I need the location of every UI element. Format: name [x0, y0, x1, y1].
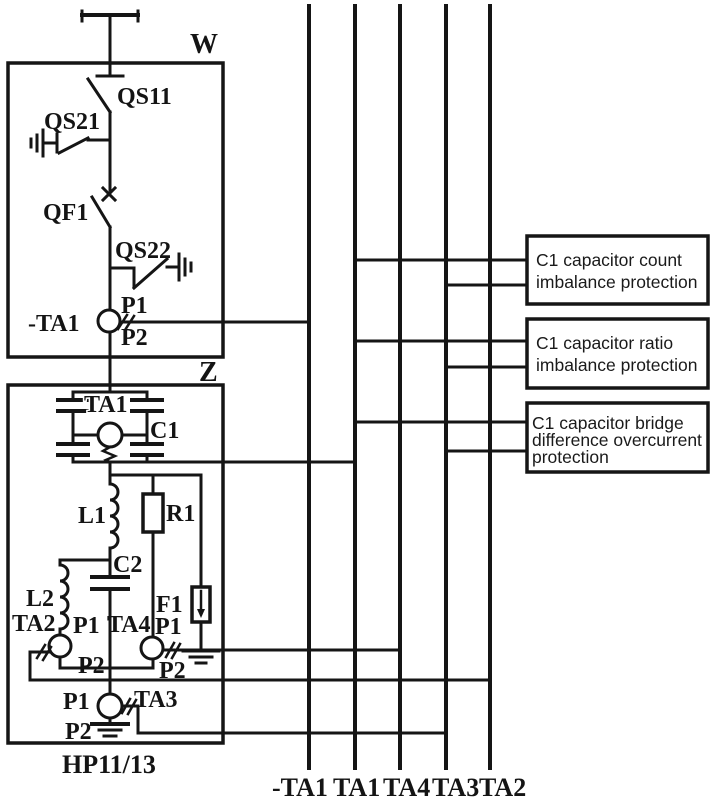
bus-label-ta1: TA1	[333, 773, 380, 802]
filter-designation: HP11/13	[62, 750, 156, 779]
ct-ta4-hash2	[170, 642, 182, 660]
l1-label: L1	[78, 503, 106, 529]
capacitor-c2: C2	[90, 552, 142, 591]
ct-ta4-hash1	[164, 641, 176, 659]
ct-ta3-secondary	[120, 704, 448, 735]
protection-box3-line1: C1 capacitor bridge	[532, 413, 684, 433]
ct-ta4-label: TA4	[107, 612, 151, 638]
disconnector-qs11: QS11	[85, 74, 172, 115]
w-bay: W QS11 QS21 QF1	[6, 29, 311, 394]
reactor-l2: L2	[26, 558, 70, 631]
bus-label-ta3: TA3	[432, 773, 479, 802]
bus-label-ta2: TA2	[479, 773, 526, 802]
qs21-blade	[56, 135, 91, 156]
ct-ta2-ring	[47, 633, 73, 659]
ct-bridge-pigtail	[100, 445, 119, 464]
ct-ta3-label: TA3	[134, 687, 178, 713]
l1-coil	[108, 482, 120, 550]
protection-box2-line2: imbalance protection	[536, 355, 697, 375]
protection-box1-line2: imbalance protection	[536, 272, 697, 292]
ct-ta2-p1: P1	[73, 613, 100, 639]
f1-label: F1	[156, 592, 183, 618]
qs11-blade	[85, 76, 113, 115]
supply-busbar	[80, 9, 140, 78]
ct-bridge-ta1-ring	[96, 421, 124, 449]
bus-labels: -TA1 TA1 TA4 TA3 TA2	[272, 773, 526, 802]
z-filter: Z TA1 C1	[6, 357, 492, 745]
ct-ta4: TA4 P1 P2	[107, 612, 402, 684]
qf1-label: QF1	[43, 200, 88, 226]
protection-box1-frame	[525, 234, 710, 306]
bus-label-neg-ta1: -TA1	[272, 773, 328, 802]
r1-label: R1	[166, 501, 195, 527]
protection-box3-line3: protection	[532, 447, 609, 467]
l2-label: L2	[26, 586, 54, 612]
breaker-qf1: QF1	[43, 185, 118, 230]
qs11-label: QS11	[117, 84, 172, 110]
ct-ta4-p1: P1	[155, 614, 182, 640]
w-bay-label: W	[190, 29, 218, 60]
ct-ta3-ring	[96, 692, 124, 720]
protection-box2-frame	[525, 317, 710, 390]
ct-neg-ta1-hash2	[123, 314, 136, 332]
earth-switch-qs21: QS21	[29, 109, 112, 158]
protection-box-ratio-imbalance: C1 capacitor ratio imbalance protection	[525, 317, 710, 390]
ct-neg-ta1: -TA1 P1 P2	[28, 293, 311, 351]
protection-box-count-imbalance: C1 capacitor count imbalance protection	[525, 234, 710, 306]
c1-label: C1	[150, 418, 179, 444]
earth-switch-qs22: QS22	[108, 238, 193, 291]
reactor-l1: L1	[78, 482, 120, 550]
qf1-x2	[100, 185, 118, 203]
qf1-blade	[89, 194, 113, 230]
protection-box3-line2: difference overcurrent	[532, 430, 702, 450]
c2-label: C2	[113, 552, 142, 578]
bus-label-ta4: TA4	[383, 773, 430, 802]
ct-ta3-p1: P1	[63, 689, 90, 715]
r1-body	[141, 492, 165, 534]
ta3-ground	[90, 722, 130, 738]
protection-box-bridge-overcurrent: C1 capacitor bridge difference overcurre…	[525, 401, 710, 474]
qs21-label: QS21	[44, 109, 100, 135]
ct-ta2-p2: P2	[78, 653, 105, 679]
f1-arrow-head	[197, 609, 205, 618]
ct-neg-ta1-p1: P1	[121, 293, 148, 319]
arrester-f1: F1	[156, 473, 221, 665]
ct-ta2-secondary	[28, 650, 492, 682]
l2-coil	[58, 563, 70, 631]
qs22-blade	[131, 256, 170, 291]
ct-ta3: P1 TA3 P2	[63, 687, 448, 745]
qs22-label: QS22	[115, 238, 171, 264]
f1-ground	[181, 649, 221, 665]
protection-connectors	[353, 258, 529, 453]
resistor-r1: R1	[141, 473, 195, 534]
protection-box2-line1: C1 capacitor ratio	[536, 333, 673, 353]
protection-box1-line1: C1 capacitor count	[536, 250, 682, 270]
ct-neg-ta1-hash1	[116, 313, 129, 331]
ct-ta4-p2: P2	[159, 658, 186, 684]
ct-ta2-label: TA2	[12, 611, 56, 637]
ct-ta2: TA2 P1 P2	[12, 611, 492, 682]
capacitor-bridge-c1: TA1 C1	[56, 390, 357, 464]
bridge-ta1-label: TA1	[84, 392, 128, 418]
w-bay-frame	[6, 61, 225, 359]
protection-box3-frame	[525, 401, 710, 474]
ct-secondary-buses	[307, 4, 492, 770]
ct-neg-ta1-label: -TA1	[28, 311, 80, 337]
ct-ta4-ring	[139, 635, 165, 661]
z-filter-label: Z	[199, 357, 218, 388]
ct-ta3-p2: P2	[65, 719, 92, 745]
z-filter-frame	[6, 383, 225, 745]
ct-neg-ta1-p2: P2	[121, 325, 148, 351]
ct-neg-ta1-ring	[96, 308, 122, 334]
